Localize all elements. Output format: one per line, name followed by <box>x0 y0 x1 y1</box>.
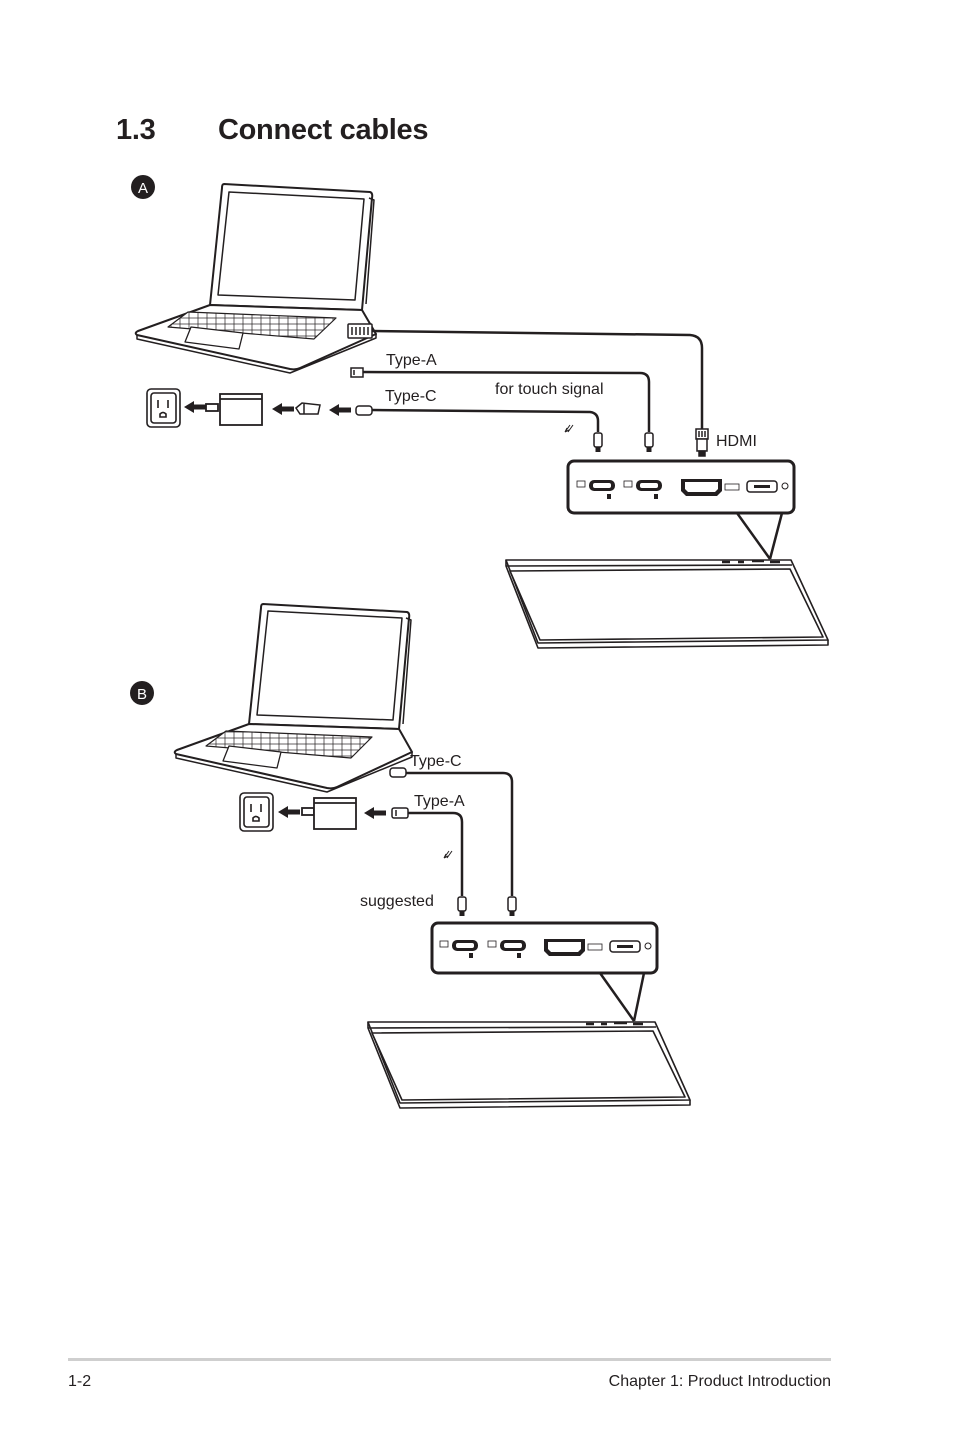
usb-c-plug-laptop-b-icon <box>389 767 407 778</box>
port-panel-b <box>430 921 659 975</box>
hdmi-plug-icon <box>695 428 709 457</box>
label-suggested: suggested <box>360 893 434 910</box>
usb-c-plug-icon <box>593 432 603 453</box>
usb-c-port-icon <box>623 480 662 499</box>
arrow-left-icon <box>364 807 386 819</box>
arrow-left-icon <box>272 403 294 415</box>
badge-a-letter: A <box>138 180 148 197</box>
label-type-c-b: Type-C <box>410 753 462 770</box>
lightning-icon <box>564 424 574 433</box>
diagram-b: B <box>130 603 691 1109</box>
usb-c-port-icon <box>576 480 615 499</box>
badge-b: B <box>130 681 154 705</box>
cables-a <box>361 329 704 432</box>
badge-b-letter: B <box>137 686 147 703</box>
section-number: 1.3 <box>116 114 156 146</box>
portable-monitor-b-icon <box>367 1021 691 1109</box>
usb-a-plug-b-icon <box>391 807 409 819</box>
label-type-a: Type-A <box>386 352 437 369</box>
usb-c-plug-icon <box>644 432 654 453</box>
label-hdmi: HDMI <box>716 433 757 450</box>
usb-a-plug-laptop-icon <box>350 367 364 378</box>
wall-outlet-b-icon <box>239 792 274 832</box>
hdmi-port-icon <box>681 479 740 496</box>
chapter-title: Chapter 1: Product Introduction <box>608 1373 831 1390</box>
usb-c-port-icon <box>439 940 478 958</box>
label-type-c: Type-C <box>385 388 437 405</box>
arrow-left-icon <box>184 401 206 413</box>
label-touch-signal: for touch signal <box>495 381 604 398</box>
laptop-b-icon <box>173 603 413 793</box>
hdmi-plug-laptop-icon <box>347 323 373 339</box>
lightning-icon <box>443 850 453 859</box>
label-type-a-b: Type-A <box>414 793 465 810</box>
usb-cable-plug-icon <box>295 402 321 415</box>
page-number: 1-2 <box>68 1373 92 1390</box>
portable-monitor-a-icon <box>505 559 829 649</box>
usb-c-plug-icon <box>457 896 467 917</box>
usb-c-port-icon <box>487 940 526 958</box>
wall-outlet-a-icon <box>146 388 181 428</box>
arrow-left-icon <box>278 806 300 818</box>
footer-divider <box>68 1358 831 1361</box>
usb-c-plug-icon <box>507 896 517 917</box>
section-title: Connect cables <box>218 114 429 146</box>
port-panel-a <box>566 459 796 515</box>
arrow-left-icon <box>329 404 351 416</box>
cables-b <box>406 771 514 896</box>
power-adapter-a-icon <box>205 393 263 426</box>
diagram-a: A <box>131 175 829 649</box>
usb-c-plug-left-icon <box>355 405 373 416</box>
power-port-icon <box>746 480 789 493</box>
laptop-a-icon <box>134 183 377 374</box>
hdmi-port-icon <box>544 939 603 956</box>
badge-a: A <box>131 175 155 199</box>
power-port-icon <box>609 940 652 953</box>
power-adapter-b-icon <box>301 797 357 830</box>
